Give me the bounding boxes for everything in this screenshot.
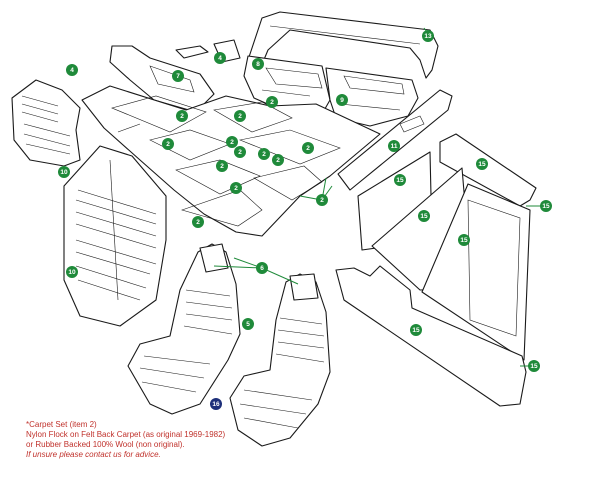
rear-seat-large bbox=[63, 145, 167, 327]
item-badge-11: 11 bbox=[388, 140, 400, 152]
item-badge-2: 2 bbox=[316, 194, 328, 206]
item-badge-label: 15 bbox=[396, 177, 404, 184]
item-badge-label: 8 bbox=[256, 61, 260, 68]
item-badge-label: 15 bbox=[478, 161, 486, 168]
item-badge-label: 15 bbox=[542, 203, 550, 210]
item-badge-7: 7 bbox=[172, 70, 184, 82]
item-badge-2: 2 bbox=[272, 154, 284, 166]
note-option-2: or Rubber Backed 100% Wool (non original… bbox=[26, 440, 185, 449]
item-badge-label: 15 bbox=[460, 237, 468, 244]
item-badge-15: 15 bbox=[528, 360, 540, 372]
door-panel-front bbox=[243, 55, 331, 115]
item-badge-16: 16 bbox=[210, 398, 222, 410]
item-badge-2: 2 bbox=[216, 160, 228, 172]
item-badge-label: 4 bbox=[218, 55, 222, 62]
front-seat-right bbox=[229, 273, 331, 447]
item-badge-9: 9 bbox=[336, 94, 348, 106]
note-advice: If unsure please contact us for advice. bbox=[26, 450, 161, 459]
item-badge-label: 2 bbox=[238, 113, 242, 120]
item-badge-label: 10 bbox=[60, 169, 68, 176]
item-badge-label: 5 bbox=[246, 321, 250, 328]
item-badge-label: 10 bbox=[68, 269, 76, 276]
item-badge-4: 4 bbox=[66, 64, 78, 76]
item-badge-2: 2 bbox=[230, 182, 242, 194]
item-badge-2: 2 bbox=[234, 110, 246, 122]
item-badge-2: 2 bbox=[302, 142, 314, 154]
item-badge-label: 15 bbox=[420, 213, 428, 220]
item-badge-label: 2 bbox=[276, 157, 280, 164]
item-badge-label: 2 bbox=[166, 141, 170, 148]
item-badge-2: 2 bbox=[226, 136, 238, 148]
item-badge-label: 2 bbox=[230, 139, 234, 146]
item-badge-10: 10 bbox=[58, 166, 70, 178]
item-badge-15: 15 bbox=[476, 158, 488, 170]
item-badge-2: 2 bbox=[234, 146, 246, 158]
item-badge-label: 2 bbox=[220, 163, 224, 170]
note-option-1: Nylon Flock on Felt Back Carpet (as orig… bbox=[26, 430, 226, 439]
item-badge-label: 13 bbox=[424, 33, 432, 40]
item-badge-2: 2 bbox=[176, 110, 188, 122]
item-badge-label: 2 bbox=[196, 219, 200, 226]
note-title: *Carpet Set (item 2) bbox=[26, 420, 97, 429]
item-badge-2: 2 bbox=[162, 138, 174, 150]
boot-panels bbox=[335, 133, 537, 407]
item-badge-label: 2 bbox=[270, 99, 274, 106]
item-badge-label: 2 bbox=[234, 185, 238, 192]
item-badge-label: 2 bbox=[306, 145, 310, 152]
item-badge-label: 4 bbox=[70, 67, 74, 74]
item-badge-15: 15 bbox=[418, 210, 430, 222]
item-badge-label: 11 bbox=[391, 143, 398, 150]
front-seat-left bbox=[127, 243, 241, 415]
item-badge-label: 15 bbox=[412, 327, 420, 334]
item-badge-15: 15 bbox=[394, 174, 406, 186]
item-badge-15: 15 bbox=[458, 234, 470, 246]
item-badge-label: 2 bbox=[180, 113, 184, 120]
item-badge-4: 4 bbox=[214, 52, 226, 64]
item-badge-label: 9 bbox=[340, 97, 344, 104]
item-badge-label: 7 bbox=[176, 73, 180, 80]
item-badge-label: 15 bbox=[530, 363, 538, 370]
item-badge-10: 10 bbox=[66, 266, 78, 278]
item-badge-label: 2 bbox=[262, 151, 266, 158]
item-badge-2: 2 bbox=[266, 96, 278, 108]
item-badge-label: 2 bbox=[238, 149, 242, 156]
item-badge-8: 8 bbox=[252, 58, 264, 70]
item-badge-15: 15 bbox=[410, 324, 422, 336]
rear-seat-small bbox=[11, 79, 81, 167]
item-badge-15: 15 bbox=[540, 200, 552, 212]
side-trim bbox=[337, 89, 453, 191]
door-panel-rear bbox=[325, 67, 419, 127]
item-badge-label: 6 bbox=[260, 265, 264, 272]
item-badge-2: 2 bbox=[192, 216, 204, 228]
item-badge-2: 2 bbox=[258, 148, 270, 160]
item-badge-5: 5 bbox=[242, 318, 254, 330]
carpet-note: *Carpet Set (item 2) Nylon Flock on Felt… bbox=[26, 420, 326, 460]
item-badge-6: 6 bbox=[256, 262, 268, 274]
item-badge-13: 13 bbox=[422, 30, 434, 42]
item-badge-label: 16 bbox=[212, 401, 220, 408]
item-badge-label: 2 bbox=[320, 197, 324, 204]
